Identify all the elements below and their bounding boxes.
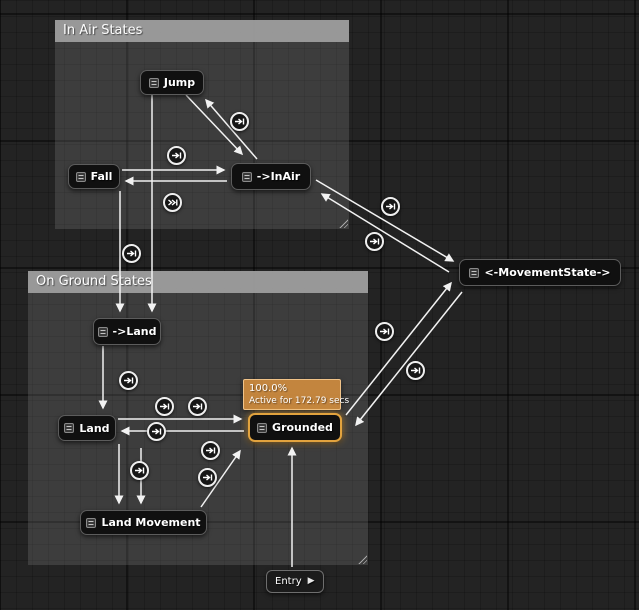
transition-rule-icon[interactable] [201, 441, 220, 460]
state-node-landmovement[interactable]: Land Movement [80, 510, 207, 535]
entry-node[interactable]: Entry ▶ [266, 570, 324, 593]
arrow-to-bar-icon [135, 467, 145, 474]
comment-header[interactable]: In Air States [55, 20, 349, 42]
arrow-to-bar-icon [127, 250, 137, 257]
active-duration: Active for 172.79 secs [249, 396, 350, 406]
state-node-label: Land Movement [101, 516, 201, 529]
arrow-to-bar-icon [380, 328, 390, 335]
active-state-tooltip: 100.0% Active for 172.79 secs [243, 379, 350, 410]
state-node-label: ->InAir [256, 170, 301, 183]
arrow-to-bar-icon [160, 403, 170, 410]
state-node-toland[interactable]: ->Land [93, 318, 161, 345]
state-machine-icon [148, 77, 159, 88]
active-percent: 100.0% [249, 383, 288, 394]
arrow-to-bar-icon [206, 447, 216, 454]
state-machine-icon [86, 517, 97, 528]
state-node-movementstate[interactable]: <-MovementState-> [459, 259, 621, 286]
arrow-to-bar-icon [124, 377, 134, 384]
state-machine-icon [257, 422, 268, 433]
state-node-fall[interactable]: Fall [68, 164, 120, 189]
transition-rule-icon[interactable] [198, 468, 217, 487]
transition-rule-icon[interactable] [147, 422, 166, 441]
double-arrow-icon [168, 199, 178, 206]
comment-box-in-air-states[interactable]: In Air States [55, 20, 349, 229]
comment-header[interactable]: On Ground States [28, 271, 368, 293]
resize-handle-icon[interactable] [338, 218, 348, 228]
transition-rule-icon[interactable] [365, 232, 384, 251]
arrow-to-bar-icon [411, 367, 421, 374]
arrow-to-bar-icon [193, 403, 203, 410]
transition-rule-icon[interactable] [119, 371, 138, 390]
resize-handle-icon[interactable] [357, 554, 367, 564]
arrow-to-bar-icon [235, 118, 245, 125]
state-machine-icon [97, 326, 108, 337]
transition-rule-double-icon[interactable] [163, 193, 182, 212]
arrow-to-bar-icon [386, 203, 396, 210]
transition-rule-icon[interactable] [375, 322, 394, 341]
transition-rule-icon[interactable] [188, 397, 207, 416]
comment-title: In Air States [63, 23, 143, 38]
state-node-label: <-MovementState-> [484, 266, 611, 279]
play-icon: ▶ [307, 576, 315, 586]
state-node-jump[interactable]: Jump [140, 70, 204, 95]
state-node-land[interactable]: Land [58, 415, 116, 441]
state-node-label: Jump [163, 76, 196, 89]
state-node-grounded-active[interactable]: Grounded [248, 413, 342, 442]
transition-rule-icon[interactable] [155, 397, 174, 416]
state-node-label: ->Land [112, 325, 157, 338]
transition-rule-icon[interactable] [406, 361, 425, 380]
state-node-inair[interactable]: ->InAir [231, 163, 311, 190]
state-machine-icon [64, 423, 75, 433]
transition-rule-icon[interactable] [122, 244, 141, 263]
state-node-label: Land [79, 421, 110, 435]
arrow-to-bar-icon [152, 428, 162, 435]
state-node-label: Grounded [272, 421, 333, 434]
transition-rule-icon[interactable] [230, 112, 249, 131]
arrow-to-bar-icon [203, 474, 213, 481]
arrow-to-bar-icon [172, 152, 182, 159]
entry-label: Entry [275, 576, 302, 587]
comment-body [55, 42, 349, 229]
state-machine-icon [241, 171, 252, 182]
state-machine-icon [75, 171, 86, 182]
transition-rule-icon[interactable] [167, 146, 186, 165]
transition-rule-icon[interactable] [381, 197, 400, 216]
arrow-to-bar-icon [370, 238, 380, 245]
comment-title: On Ground States [36, 274, 152, 289]
edge-movementstate-to-grounded [355, 291, 463, 427]
transition-rule-icon[interactable] [130, 461, 149, 480]
state-machine-icon [469, 267, 480, 278]
state-node-label: Fall [90, 170, 113, 183]
